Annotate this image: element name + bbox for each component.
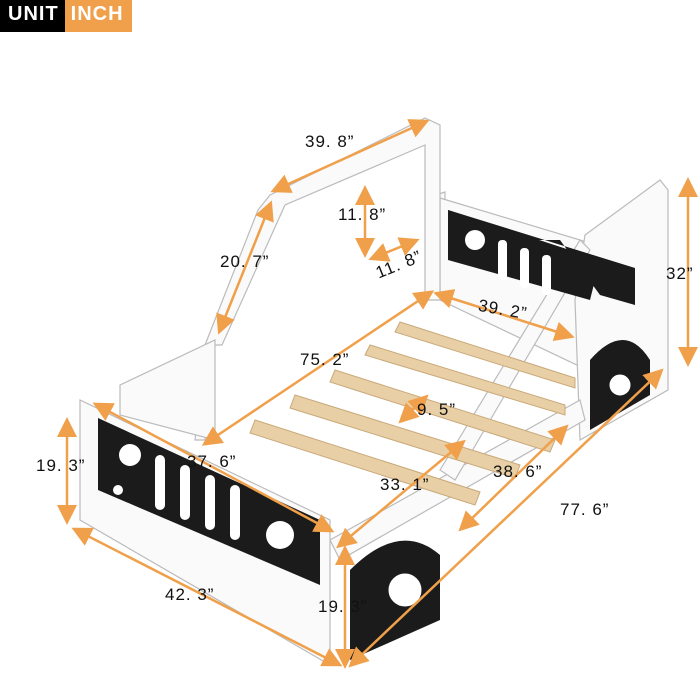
dim-arrow-headboard-top-width: [270, 119, 430, 193]
dim-arrow-total-length: [348, 368, 664, 668]
dim-arrow-window-width: [368, 237, 420, 262]
label-total-width: 42. 3”: [165, 585, 215, 604]
label-side-height: 19. 3”: [318, 597, 368, 616]
label-window-height: 11. 8”: [338, 205, 387, 224]
label-total-height: 32”: [666, 264, 694, 283]
label-side-rail-rear: 38. 6”: [493, 462, 543, 481]
dim-arrow-total-width: [71, 527, 343, 667]
unit-badge: UNIT INCH: [0, 0, 132, 32]
label-inner-width-front: 37. 6”: [187, 452, 237, 471]
label-total-length: 77. 6”: [560, 500, 610, 519]
label-headboard-top-width: 39. 8”: [305, 132, 355, 151]
label-slat-gap: 9. 5”: [417, 400, 457, 419]
dim-arrow-inner-width-front: [92, 402, 335, 533]
label-windshield-height: 20. 7”: [220, 252, 270, 271]
unit-label: UNIT: [0, 0, 65, 32]
dim-arrow-inner-width-back: [433, 289, 575, 341]
label-side-rail-front: 33. 1”: [380, 475, 430, 494]
label-inner-length: 75. 2”: [300, 350, 350, 369]
unit-value: INCH: [64, 0, 132, 32]
label-footboard-height: 19. 3”: [36, 456, 86, 475]
